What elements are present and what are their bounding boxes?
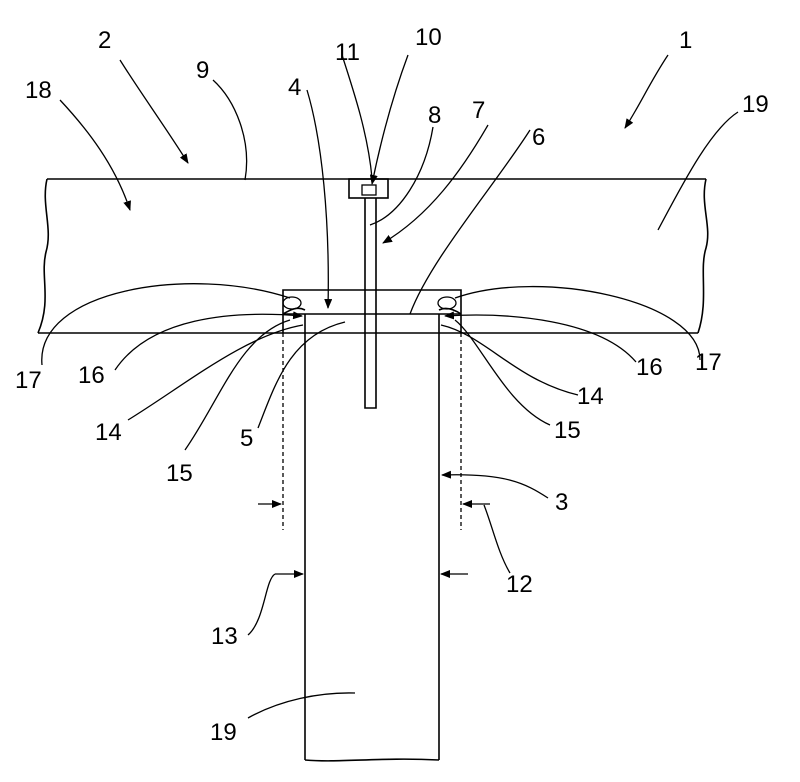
label-16-left: 16 — [78, 362, 105, 389]
label-6: 6 — [532, 124, 545, 151]
label-9: 9 — [196, 57, 209, 84]
label-17-left: 17 — [15, 367, 42, 394]
label-19-lower: 19 — [210, 719, 237, 746]
label-15-right: 15 — [554, 417, 581, 444]
label-15-left: 15 — [166, 460, 193, 487]
label-14-right: 14 — [577, 383, 604, 410]
label-7: 7 — [472, 97, 485, 124]
label-2: 2 — [98, 27, 111, 54]
label-10: 10 — [415, 24, 442, 51]
label-17-right: 17 — [695, 349, 722, 376]
left-cavity — [282, 296, 302, 310]
label-16-right: 16 — [636, 354, 663, 381]
label-3: 3 — [555, 489, 568, 516]
body-component — [304, 314, 440, 762]
label-11: 11 — [335, 39, 360, 66]
reference-numerals: 1 2 3 4 5 6 7 8 9 10 11 12 13 14 14 15 1… — [15, 24, 769, 746]
label-5: 5 — [240, 425, 253, 452]
label-14-left: 14 — [95, 419, 122, 446]
leader-lines — [41, 54, 739, 719]
plate-component — [37, 178, 709, 334]
recess-outline — [282, 289, 462, 333]
pin-head-outer — [348, 178, 389, 199]
label-18: 18 — [25, 77, 52, 104]
label-19-right: 19 — [742, 91, 769, 118]
label-8: 8 — [428, 102, 441, 129]
pin-component — [348, 178, 389, 409]
label-13: 13 — [211, 623, 238, 650]
pin-head-inner — [361, 184, 377, 196]
label-1: 1 — [679, 27, 692, 54]
label-4: 4 — [288, 74, 301, 101]
label-12: 12 — [506, 571, 533, 598]
right-cavity — [437, 296, 457, 310]
